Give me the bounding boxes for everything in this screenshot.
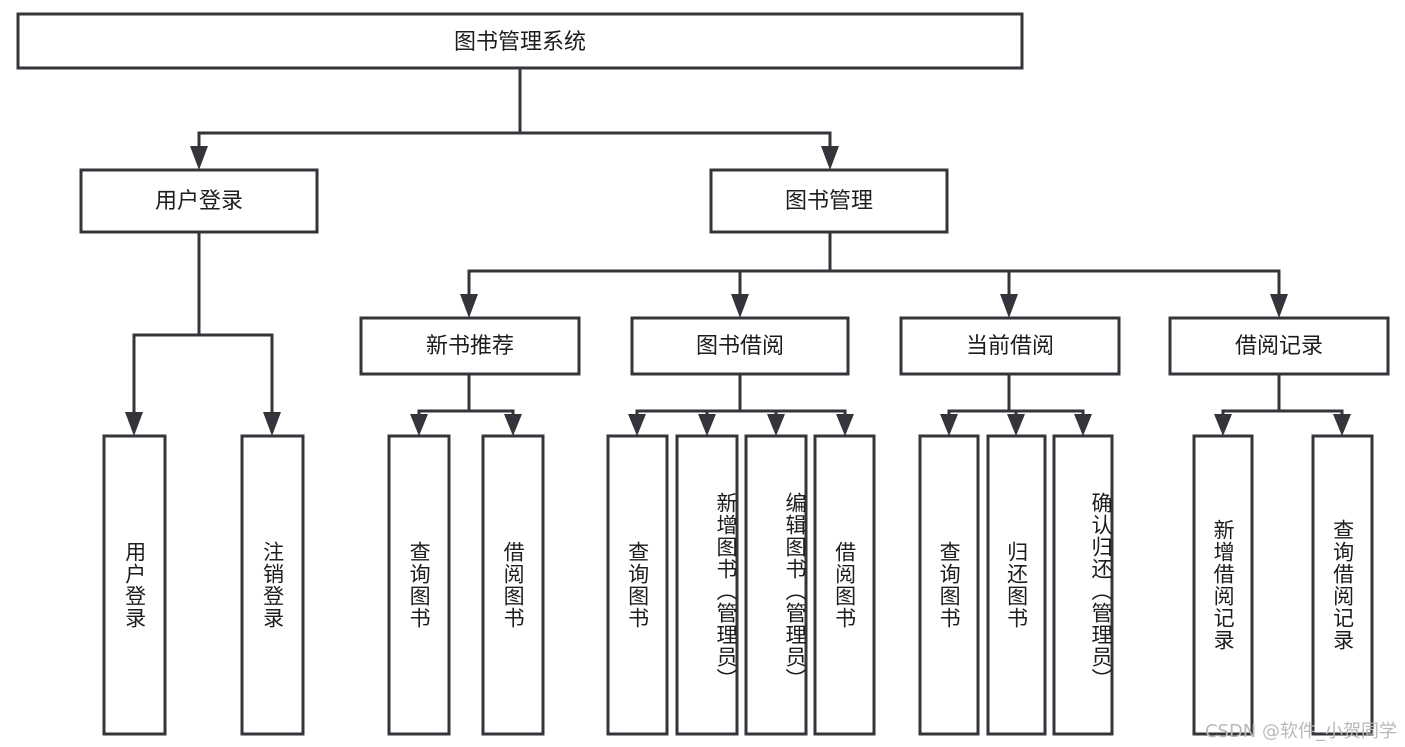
arrow-head-leaf-query-book-3	[940, 414, 958, 436]
connector-group-current-borrow	[940, 372, 1092, 436]
node-new-book-recommend[interactable]: 新书推荐	[359, 316, 581, 376]
csdn-watermark: CSDN @软件_小贺同学	[1204, 721, 1397, 742]
arrow-head-leaf-borrow-book-2	[836, 414, 854, 436]
node-book-borrow[interactable]: 图书借阅	[630, 316, 850, 376]
node-leaf-query-book-1-rect[interactable]	[387, 434, 451, 736]
node-leaf-logout-rect[interactable]	[240, 434, 305, 736]
connector-group-new-book-recommend	[410, 372, 522, 436]
connector-group-borrow-record	[1214, 372, 1351, 436]
node-leaf-borrow-book-1-rect[interactable]	[481, 434, 545, 736]
node-user-login-label: 用户登录	[155, 189, 243, 214]
node-book-borrow-label: 图书借阅	[696, 334, 784, 359]
arrow-head-current-borrow	[1000, 294, 1018, 318]
arrow-head-book-borrow	[731, 294, 749, 318]
arrow-head-leaf-borrow-book-1	[504, 414, 522, 436]
connector-group-book-manage	[460, 230, 1288, 318]
node-current-borrow[interactable]: 当前借阅	[899, 316, 1121, 376]
arrow-head-leaf-query-book-1	[410, 414, 428, 436]
node-new-book-recommend-rect[interactable]	[359, 316, 581, 376]
node-leaf-user-login-rect[interactable]	[102, 434, 167, 736]
node-leaf-confirm-return-rect[interactable]	[1052, 434, 1114, 736]
node-book-manage[interactable]: 图书管理	[709, 168, 949, 234]
node-book-manage-label: 图书管理	[785, 189, 873, 214]
node-leaf-edit-book-rect[interactable]	[744, 434, 808, 736]
node-leaf-add-record-rect[interactable]	[1192, 434, 1254, 736]
arrow-head-leaf-add-record	[1214, 414, 1232, 436]
node-leaf-query-record-rect[interactable]	[1311, 434, 1374, 736]
node-leaf-borrow-book-2-rect[interactable]	[813, 434, 876, 736]
arrow-head-leaf-query-book-2	[628, 414, 646, 436]
node-leaf-query-book-3-rect[interactable]	[918, 434, 980, 736]
connector-group-user-login	[125, 230, 281, 436]
node-book-borrow-rect[interactable]	[630, 316, 850, 376]
arrow-head-leaf-logout	[263, 412, 281, 436]
node-current-borrow-label: 当前借阅	[966, 334, 1054, 359]
node-leaf-add-book-rect[interactable]	[675, 434, 739, 736]
node-leaf-return-book-rect[interactable]	[986, 434, 1047, 736]
node-leaf-query-book-2-rect[interactable]	[606, 434, 669, 736]
arrow-head-leaf-return-book	[1007, 414, 1025, 436]
arrow-head-leaf-edit-book	[767, 414, 785, 436]
arrow-head-book-manage	[821, 146, 839, 170]
node-borrow-record-label: 借阅记录	[1235, 334, 1323, 359]
arrow-head-borrow-record	[1270, 294, 1288, 318]
leaf-rects	[102, 434, 1374, 736]
connector-group-book-borrow	[628, 372, 854, 436]
arrow-head-leaf-confirm-return	[1074, 414, 1092, 436]
node-new-book-recommend-label: 新书推荐	[426, 334, 514, 359]
arrow-head-leaf-add-book	[698, 414, 716, 436]
node-root-rect[interactable]	[16, 12, 1024, 70]
node-borrow-record[interactable]: 借阅记录	[1168, 316, 1390, 376]
node-root-label: 图书管理系统	[454, 30, 586, 55]
arrow-head-leaf-user-login	[125, 412, 143, 436]
node-root[interactable]: 图书管理系统	[16, 12, 1024, 70]
node-user-login-rect[interactable]	[79, 168, 319, 234]
connector-group-root	[190, 66, 839, 170]
arrow-head-new-book-recommend	[460, 294, 478, 318]
node-current-borrow-rect[interactable]	[899, 316, 1121, 376]
node-book-manage-rect[interactable]	[709, 168, 949, 234]
node-user-login[interactable]: 用户登录	[79, 168, 319, 234]
arrow-head-leaf-query-record	[1333, 414, 1351, 436]
arrow-head-user-login	[190, 146, 208, 170]
node-borrow-record-rect[interactable]	[1168, 316, 1390, 376]
